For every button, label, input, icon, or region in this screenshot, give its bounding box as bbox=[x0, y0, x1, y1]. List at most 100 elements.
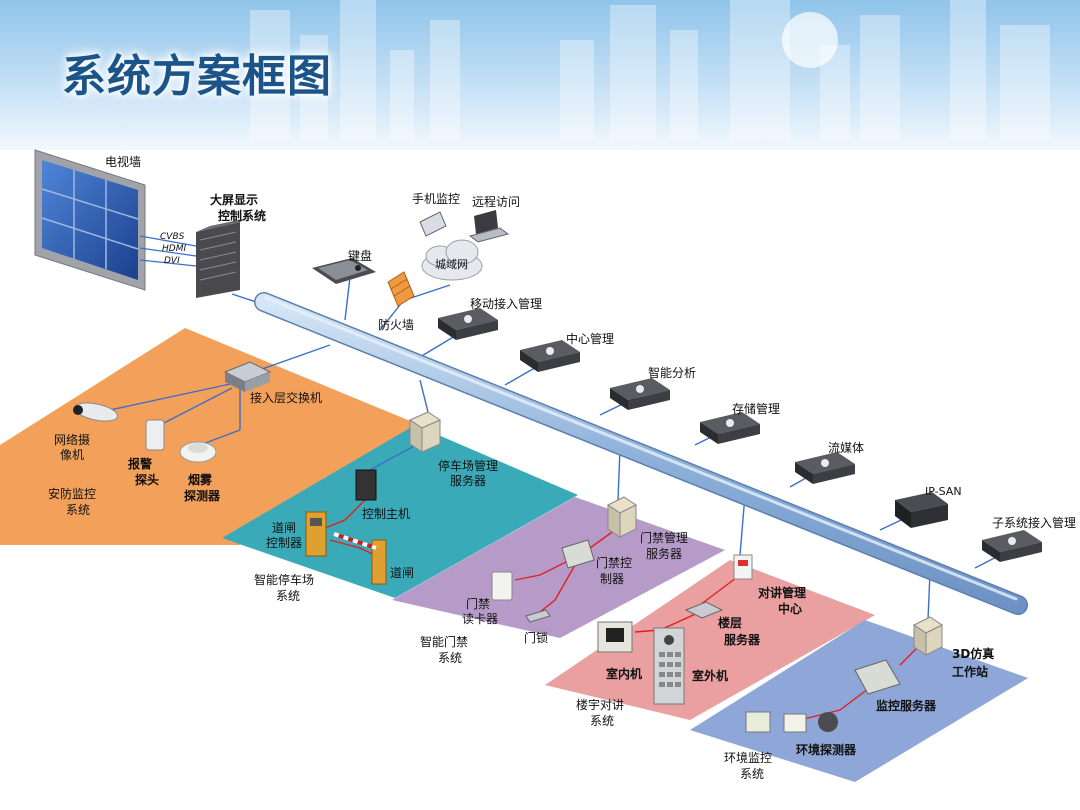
label-network-camera: 网络摄 bbox=[54, 433, 91, 447]
label-control-host: 控制主机 bbox=[362, 507, 411, 521]
label-wan: 城域网 bbox=[435, 258, 468, 271]
sun-glow bbox=[782, 12, 838, 68]
rack-server-storage-mgmt bbox=[700, 412, 760, 444]
label-env-system-2: 系统 bbox=[740, 767, 765, 781]
label-gate-controller-2: 控制器 bbox=[266, 536, 303, 550]
label-mobile-monitor: 手机监控 bbox=[412, 192, 461, 206]
parking-server-icon bbox=[408, 411, 442, 453]
zone-intercom bbox=[545, 560, 875, 720]
label-card-reader-2: 读卡器 bbox=[462, 612, 499, 626]
label-alarm-probe: 报警 bbox=[128, 457, 153, 471]
label-access-switch: 接入层交换机 bbox=[250, 391, 323, 405]
label-big-screen-2: 控制系统 bbox=[218, 209, 267, 223]
smoke-detector-icon bbox=[179, 441, 217, 463]
label-big-screen: 大屏显示 bbox=[210, 193, 259, 207]
label-outdoor-unit: 室外机 bbox=[692, 669, 729, 683]
label-network-camera-2: 像机 bbox=[60, 448, 85, 462]
door-lock-icon bbox=[525, 609, 551, 623]
alarm-probe-icon bbox=[145, 419, 165, 451]
label-env-detector: 环境探测器 bbox=[796, 743, 857, 757]
door-controller-icon bbox=[561, 539, 595, 569]
label-monitor-server: 监控服务器 bbox=[876, 699, 937, 713]
label-parking-server: 停车场管理 bbox=[438, 459, 499, 473]
label-parking-server-2: 服务器 bbox=[450, 474, 487, 488]
label-keyboard: 键盘 bbox=[348, 249, 373, 263]
label-indoor-unit: 室内机 bbox=[606, 667, 643, 681]
label-intercom-center: 对讲管理 bbox=[758, 586, 807, 600]
sim-workstation-icon bbox=[913, 616, 943, 656]
door-server-icon bbox=[607, 496, 637, 538]
label-floor-server-2: 服务器 bbox=[724, 633, 761, 647]
card-reader-icon bbox=[491, 571, 513, 601]
label-floor-server: 楼层 bbox=[718, 616, 743, 630]
access-switch-icon bbox=[223, 361, 272, 392]
label-intercom-system: 楼宇对讲 bbox=[576, 698, 625, 712]
label-hdmi: HDMI bbox=[162, 244, 187, 254]
floor-server-icon bbox=[684, 601, 724, 619]
rack-server-subsystem-access bbox=[982, 530, 1042, 562]
barrier-gate-icon bbox=[333, 532, 387, 585]
label-sim-workstation-2: 工作站 bbox=[952, 665, 989, 679]
label-alarm-probe-2: 探头 bbox=[135, 473, 160, 487]
label-smart-analysis: 智能分析 bbox=[648, 366, 697, 380]
label-door-controller: 门禁控 bbox=[596, 556, 633, 570]
rack-server-mobile-access bbox=[438, 308, 498, 340]
matrix-controller-icon bbox=[196, 218, 248, 298]
outdoor-unit-icon bbox=[653, 627, 685, 705]
rack-server-center-mgmt bbox=[520, 340, 580, 372]
label-parking-system: 智能停车场 bbox=[254, 573, 315, 587]
gate-controller-icon bbox=[305, 511, 327, 557]
control-host-icon bbox=[355, 469, 377, 501]
label-door-server-2: 服务器 bbox=[646, 547, 683, 561]
zone-door bbox=[392, 497, 725, 638]
label-mobile-access-mgmt: 移动接入管理 bbox=[470, 297, 543, 311]
label-intercom-center-2: 中心 bbox=[778, 602, 803, 616]
keyboard-icon bbox=[312, 258, 376, 284]
backbone-pipe bbox=[254, 292, 1028, 615]
label-intercom-system-2: 系统 bbox=[590, 714, 615, 728]
label-ip-san: IP-SAN bbox=[925, 485, 962, 498]
camera-icon bbox=[73, 402, 119, 422]
indoor-unit-icon bbox=[597, 621, 633, 653]
label-door-system: 智能门禁 bbox=[420, 635, 469, 649]
label-storage-mgmt: 存储管理 bbox=[732, 402, 781, 416]
label-door-server: 门禁管理 bbox=[640, 531, 689, 545]
video-wall-icon bbox=[34, 149, 146, 291]
firewall-icon bbox=[387, 271, 415, 307]
label-center-mgmt: 中心管理 bbox=[566, 332, 615, 346]
label-sim-workstation: 3D仿真 bbox=[952, 647, 995, 661]
label-door-system-2: 系统 bbox=[438, 651, 463, 665]
mobile-phone-icon bbox=[419, 211, 447, 237]
label-gate-controller: 道闸 bbox=[272, 521, 297, 535]
monitor-server-icon bbox=[854, 659, 901, 695]
env-detector-icon bbox=[745, 711, 838, 733]
intercom-center-icon bbox=[733, 554, 753, 580]
label-barrier-gate: 道闸 bbox=[390, 566, 415, 580]
label-tv-wall: 电视墙 bbox=[105, 155, 142, 169]
video-cables bbox=[139, 235, 197, 267]
cloud-icon bbox=[421, 239, 483, 281]
label-smoke-detector-2: 探测器 bbox=[184, 489, 221, 503]
label-streaming: 流媒体 bbox=[828, 441, 865, 455]
label-subsystem-access: 子系统接入管理 bbox=[992, 516, 1077, 530]
label-cvbs: CVBS bbox=[160, 232, 185, 242]
label-door-controller-2: 制器 bbox=[600, 572, 625, 586]
label-firewall: 防火墙 bbox=[378, 318, 415, 332]
label-dvi: DVI bbox=[164, 256, 180, 266]
laptop-icon bbox=[468, 210, 510, 243]
label-remote-access: 远程访问 bbox=[472, 195, 521, 209]
label-card-reader: 门禁 bbox=[466, 597, 491, 611]
label-door-lock: 门锁 bbox=[524, 631, 549, 645]
zone-env bbox=[690, 620, 1028, 782]
page-title: 系统方案框图 bbox=[62, 51, 332, 102]
label-parking-system-2: 系统 bbox=[276, 589, 301, 603]
rack-server-streaming bbox=[795, 452, 855, 484]
rack-server-smart-analysis bbox=[610, 378, 670, 410]
label-smoke-detector: 烟雾 bbox=[188, 473, 213, 487]
label-env-system: 环境监控 bbox=[724, 751, 773, 765]
header-background bbox=[0, 0, 1080, 150]
skyline-decoration bbox=[250, 0, 1050, 140]
label-security-system-2: 系统 bbox=[66, 503, 91, 517]
label-security-system: 安防监控 bbox=[48, 487, 97, 501]
